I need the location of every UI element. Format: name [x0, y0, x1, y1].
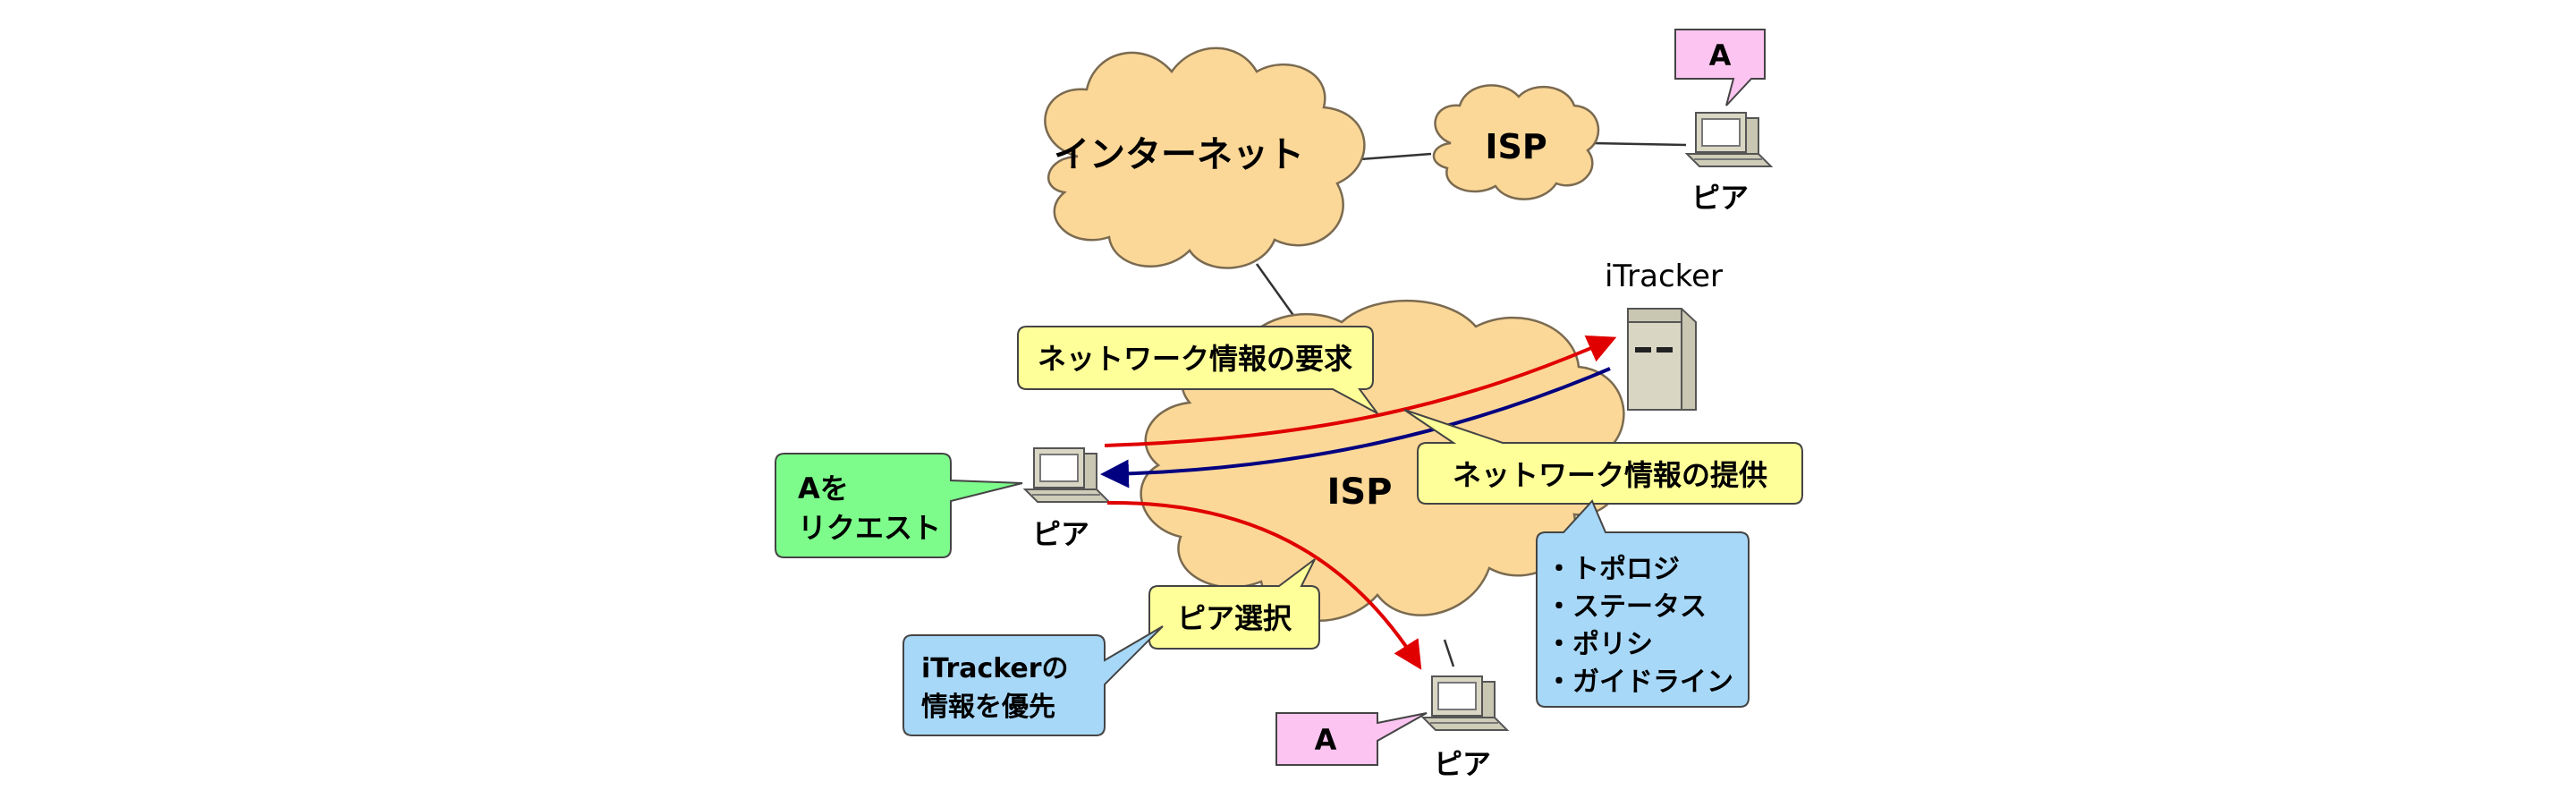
network-provide-callout: ネットワーク情報の提供: [1403, 409, 1803, 505]
network-request-label: ネットワーク情報の要求: [1038, 342, 1352, 376]
peer-left: ピア: [1024, 447, 1110, 551]
info-item-guideline: ・ガイドライン: [1546, 667, 1733, 698]
priority-callout: iTrackerの 情報を優先: [902, 625, 1164, 736]
itracker-server: iTracker: [1605, 259, 1723, 411]
content-a-bottom-bubble: [1275, 712, 1428, 766]
peer-bottom: ピア: [1422, 675, 1508, 781]
info-item-policy: ・ポリシ: [1546, 629, 1653, 660]
isp-small-cloud: ISP: [1432, 84, 1600, 200]
network-provide-label: ネットワーク情報の提供: [1453, 458, 1767, 492]
priority-line-1: iTrackerの: [921, 653, 1069, 684]
server-front: [1627, 321, 1682, 411]
peer-left-label: ピア: [1032, 517, 1089, 551]
peer-bottom-label: ピア: [1434, 747, 1491, 781]
request-bubble: [775, 453, 1023, 558]
info-item-topology: ・トポロジ: [1546, 554, 1680, 585]
isp-small-cloud-shape: [1432, 84, 1600, 200]
priority-line-2: 情報を優先: [921, 692, 1055, 723]
isp-small-label: ISP: [1485, 127, 1546, 166]
info-items-callout: ・トポロジ ・ステータス ・ポリシ ・ガイドライン: [1536, 499, 1750, 708]
peer-top: ピア: [1686, 112, 1772, 215]
peer-top-label: ピア: [1691, 181, 1749, 215]
network-request-callout: ネットワーク情報の要求: [1017, 326, 1378, 414]
link-isp-small-peer-top: [1591, 141, 1687, 147]
link-isp-main-peer-bottom: [1443, 639, 1455, 667]
content-a-top-callout: A: [1674, 29, 1766, 106]
content-a-top-label: A: [1709, 38, 1732, 72]
request-callout: Aを リクエスト: [775, 453, 1023, 558]
request-line-1: Aを: [798, 471, 849, 505]
info-item-status: ・ステータス: [1546, 591, 1707, 623]
computer-icon: [1422, 675, 1508, 731]
peer-select-arrow: [1106, 500, 1422, 670]
isp-main-label: ISP: [1326, 471, 1392, 513]
network-provide-bubble: [1403, 409, 1803, 505]
info-items-bubble: [1536, 499, 1750, 708]
computer-icon: [1686, 112, 1772, 167]
internet-cloud-shape: [1044, 47, 1366, 269]
request-line-2: リクエスト: [798, 511, 941, 545]
itracker-label: iTracker: [1605, 259, 1723, 294]
request-arrow: [1104, 335, 1617, 447]
peer-select-label: ピア選択: [1177, 601, 1292, 635]
peer-select-callout: ピア選択: [1148, 558, 1320, 650]
internet-cloud: インターネット: [1044, 47, 1366, 269]
priority-bubble: [902, 625, 1164, 736]
internet-label: インターネット: [1054, 134, 1304, 175]
content-a-bottom-callout: A: [1275, 712, 1428, 766]
server-slot-2: [1657, 347, 1673, 353]
provide-arrow: [1100, 367, 1611, 488]
content-a-bottom-label: A: [1315, 723, 1337, 757]
computer-icon: [1024, 447, 1110, 503]
link-internet-isp-small: [1359, 152, 1432, 161]
network-request-bubble: [1017, 326, 1378, 414]
server-slot-1: [1635, 347, 1651, 353]
content-a-top-bubble: [1674, 29, 1766, 106]
peer-select-bubble: [1148, 558, 1320, 650]
